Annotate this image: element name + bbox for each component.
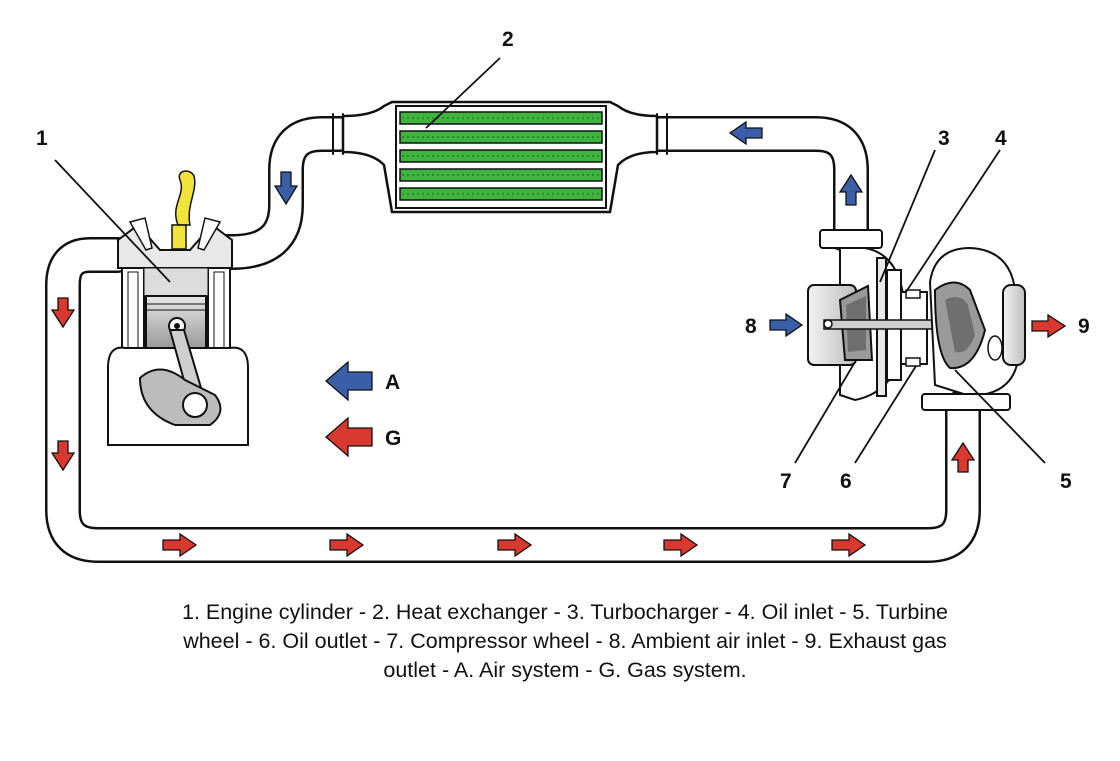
label-a: A [385, 371, 400, 394]
gas-arrow [329, 532, 365, 558]
label-8: 8 [745, 315, 757, 338]
air-arrow [838, 173, 864, 206]
gas-flow-arrows [50, 297, 1067, 558]
heat-exchanger [341, 100, 659, 214]
air-in-arrow [769, 312, 804, 338]
label-3: 3 [938, 127, 950, 150]
fuel-spray [175, 170, 196, 226]
exhaust-out-arrow [1031, 313, 1067, 339]
exchanger-fins [399, 111, 603, 201]
gas-arrow [497, 532, 533, 558]
air-arrow [728, 120, 763, 146]
leader-lines [54, 57, 1046, 464]
label-2: 2 [502, 28, 514, 51]
label-1: 1 [36, 127, 48, 150]
engine-cylinder [107, 170, 249, 446]
labels: 1 2 3 4 5 6 7 8 9 A G [36, 28, 1090, 493]
gas-arrow [162, 532, 198, 558]
gas-arrow [50, 297, 76, 329]
gas-arrow [831, 532, 867, 558]
turbo-system-diagram: 1 2 3 4 5 6 7 8 9 A G [36, 28, 1090, 563]
figure-caption: 1. Engine cylinder - 2. Heat exchanger -… [181, 600, 949, 682]
gas-arrow [950, 441, 976, 473]
label-9: 9 [1078, 315, 1090, 338]
label-g: G [385, 427, 401, 450]
exhaust-outlet [1002, 284, 1026, 366]
label-4: 4 [995, 127, 1007, 150]
gas-arrow [663, 532, 699, 558]
label-5: 5 [1060, 470, 1072, 493]
air-arrow [273, 171, 299, 206]
label-6: 6 [840, 470, 852, 493]
turbocharger [807, 229, 1026, 411]
label-7: 7 [780, 470, 792, 493]
legend-air-arrow [325, 360, 373, 402]
injector [171, 224, 187, 250]
air-flow-arrows [273, 120, 864, 402]
legend-gas-arrow [325, 416, 373, 458]
gas-arrow [50, 440, 76, 472]
